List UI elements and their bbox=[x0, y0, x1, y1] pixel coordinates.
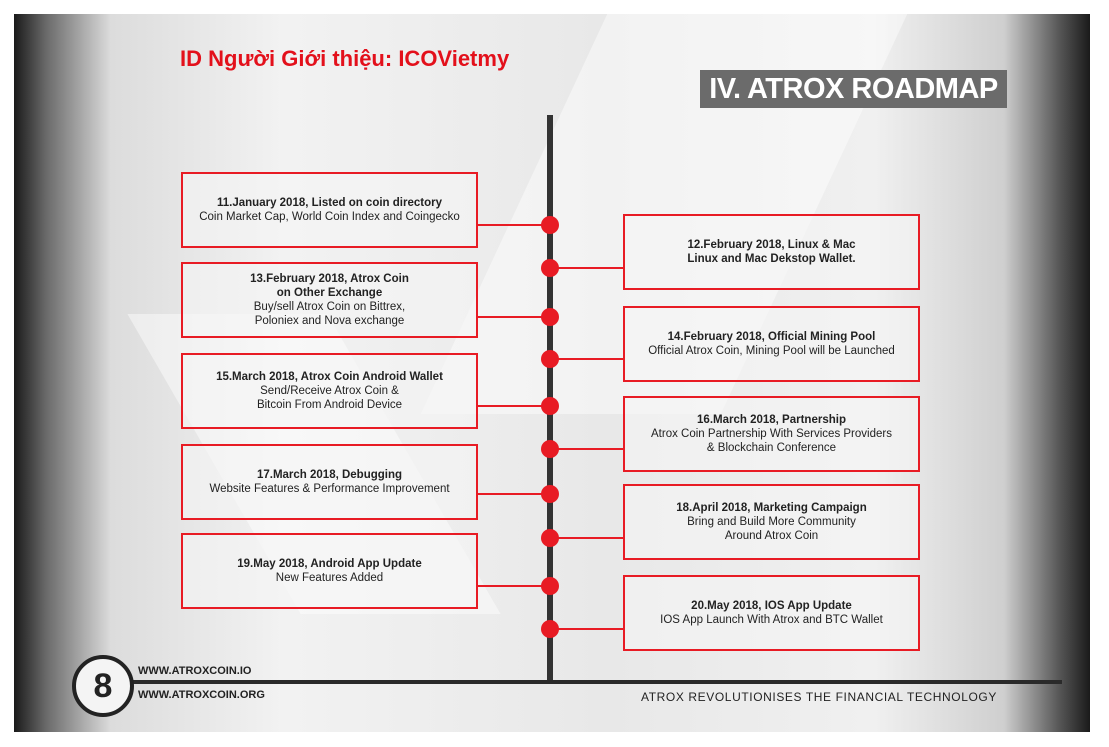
item-heading: 14.February 2018, Official Mining Pool bbox=[667, 331, 876, 343]
timeline-dot bbox=[541, 577, 559, 595]
connector-line bbox=[478, 405, 550, 407]
timeline-dot bbox=[541, 620, 559, 638]
item-description: IOS App Launch With Atrox and BTC Wallet bbox=[660, 614, 883, 626]
roadmap-item: 12.February 2018, Linux & Mac Linux and … bbox=[623, 214, 920, 290]
timeline-dot bbox=[541, 397, 559, 415]
item-description: Atrox Coin Partnership With Services Pro… bbox=[651, 428, 892, 454]
timeline-dot bbox=[541, 485, 559, 503]
item-heading: 16.March 2018, Partnership bbox=[697, 414, 846, 426]
roadmap-item: 13.February 2018, Atrox Coin on Other Ex… bbox=[181, 262, 478, 338]
item-heading: 13.February 2018, Atrox Coin on Other Ex… bbox=[250, 273, 409, 299]
item-heading: 18.April 2018, Marketing Campaign bbox=[676, 502, 867, 514]
page-number: 8 bbox=[72, 655, 134, 717]
connector-line bbox=[550, 537, 625, 539]
item-description: Send/Receive Atrox Coin & Bitcoin From A… bbox=[256, 385, 403, 411]
item-description: Website Features & Performance Improveme… bbox=[209, 483, 450, 495]
item-heading: 19.May 2018, Android App Update bbox=[237, 558, 422, 570]
page-title: IV. ATROX ROADMAP bbox=[700, 70, 1007, 108]
tagline: ATROX REVOLUTIONISES THE FINANCIAL TECHN… bbox=[641, 690, 997, 704]
connector-line bbox=[478, 585, 550, 587]
timeline-dot bbox=[541, 259, 559, 277]
website-link-io[interactable]: WWW.ATROXCOIN.IO bbox=[138, 665, 252, 677]
connector-line bbox=[550, 448, 625, 450]
item-description: Buy/sell Atrox Coin on Bittrex, Poloniex… bbox=[253, 301, 406, 327]
timeline-dot bbox=[541, 440, 559, 458]
connector-line bbox=[550, 267, 625, 269]
item-description: Bring and Build More Community Around At… bbox=[687, 516, 856, 542]
roadmap-item: 15.March 2018, Atrox Coin Android Wallet… bbox=[181, 353, 478, 429]
referral-id: ID Người Giới thiệu: ICOVietmy bbox=[180, 46, 510, 71]
connector-line bbox=[550, 628, 625, 630]
footer-line bbox=[95, 680, 1062, 684]
item-heading: 20.May 2018, IOS App Update bbox=[691, 600, 852, 612]
timeline-dot bbox=[541, 216, 559, 234]
item-heading: 17.March 2018, Debugging bbox=[256, 469, 403, 481]
item-description: Official Atrox Coin, Mining Pool will be… bbox=[648, 345, 895, 357]
connector-line bbox=[478, 224, 550, 226]
timeline-dot bbox=[541, 350, 559, 368]
timeline-dot bbox=[541, 529, 559, 547]
item-heading: 15.March 2018, Atrox Coin Android Wallet bbox=[216, 371, 443, 383]
timeline-dot bbox=[541, 308, 559, 326]
roadmap-item: 11.January 2018, Listed on coin director… bbox=[181, 172, 478, 248]
item-description: New Features Added bbox=[275, 572, 384, 584]
connector-line bbox=[478, 493, 550, 495]
item-heading: 11.January 2018, Listed on coin director… bbox=[217, 197, 442, 209]
website-link-org[interactable]: WWW.ATROXCOIN.ORG bbox=[138, 689, 265, 701]
item-heading: 12.February 2018, Linux & Mac Linux and … bbox=[687, 239, 856, 265]
item-description: Coin Market Cap, World Coin Index and Co… bbox=[199, 211, 460, 223]
connector-line bbox=[550, 358, 625, 360]
connector-line bbox=[478, 316, 550, 318]
